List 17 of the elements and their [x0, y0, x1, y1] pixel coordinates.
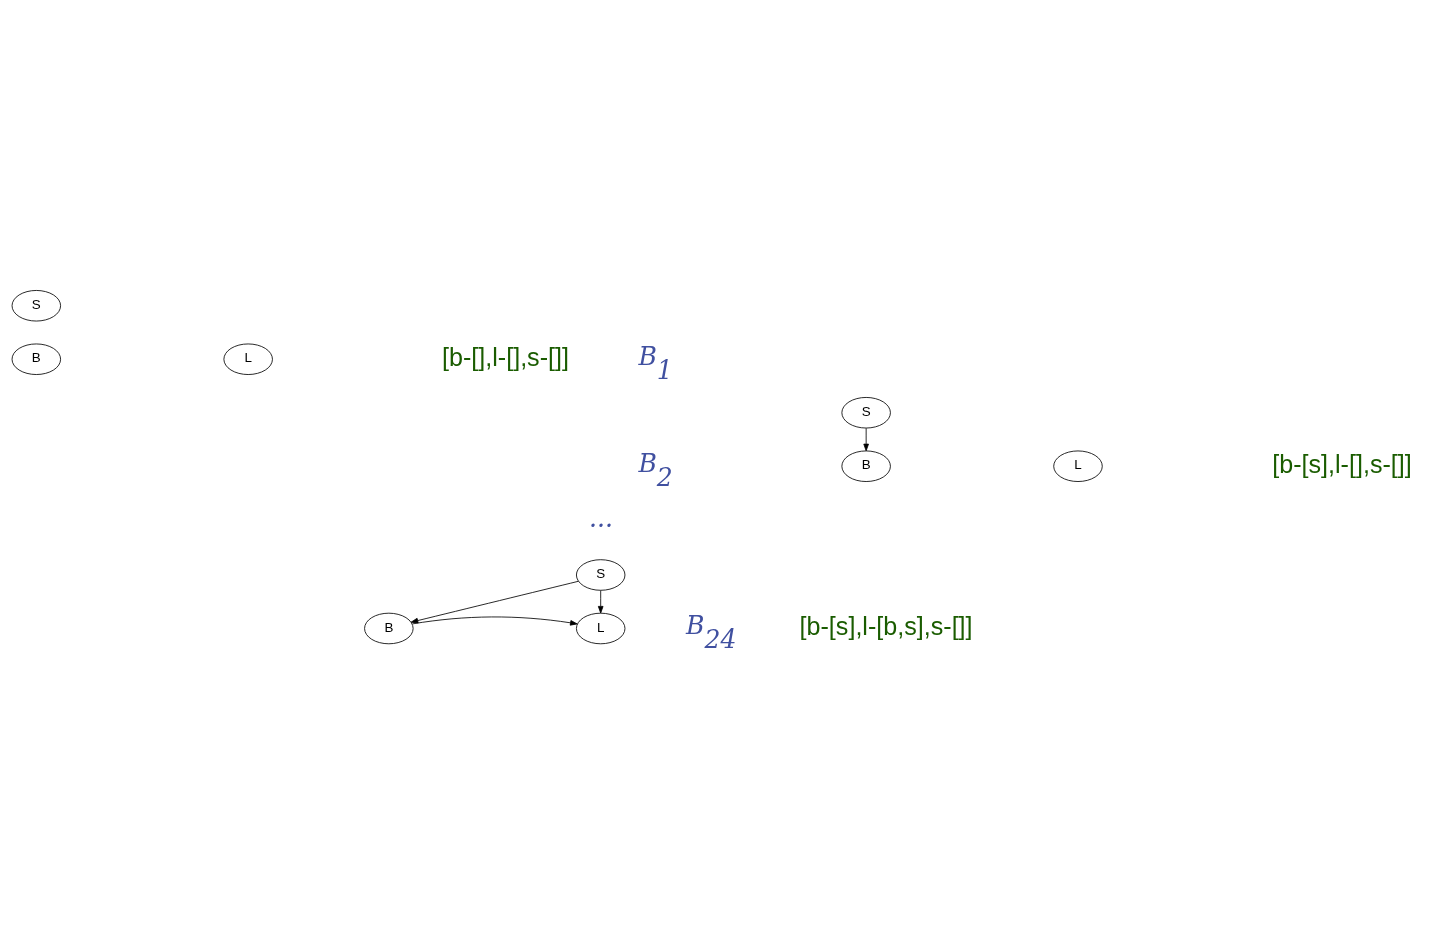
node-ellipse: B [841, 450, 891, 482]
label: ... [588, 503, 613, 533]
node-ellipse: S [11, 290, 61, 322]
node-ellipse: S [576, 559, 626, 591]
arrow [597, 590, 604, 614]
arrow [863, 427, 869, 452]
arrow [412, 616, 578, 626]
node-ellipse: B [11, 343, 61, 375]
node-ellipse: L [576, 612, 626, 645]
arrow [410, 580, 579, 624]
node-ellipse: S [841, 397, 891, 429]
node-ellipse: B [364, 612, 414, 645]
node-ellipse: L [223, 343, 273, 375]
label: [b-[s],l-[b,s],s-[]] [799, 611, 973, 640]
node-ellipse: L [1053, 450, 1103, 482]
label: [b-[],l-[],s-[]] [442, 342, 569, 371]
label: [b-[s],l-[],s-[]] [1272, 449, 1412, 478]
